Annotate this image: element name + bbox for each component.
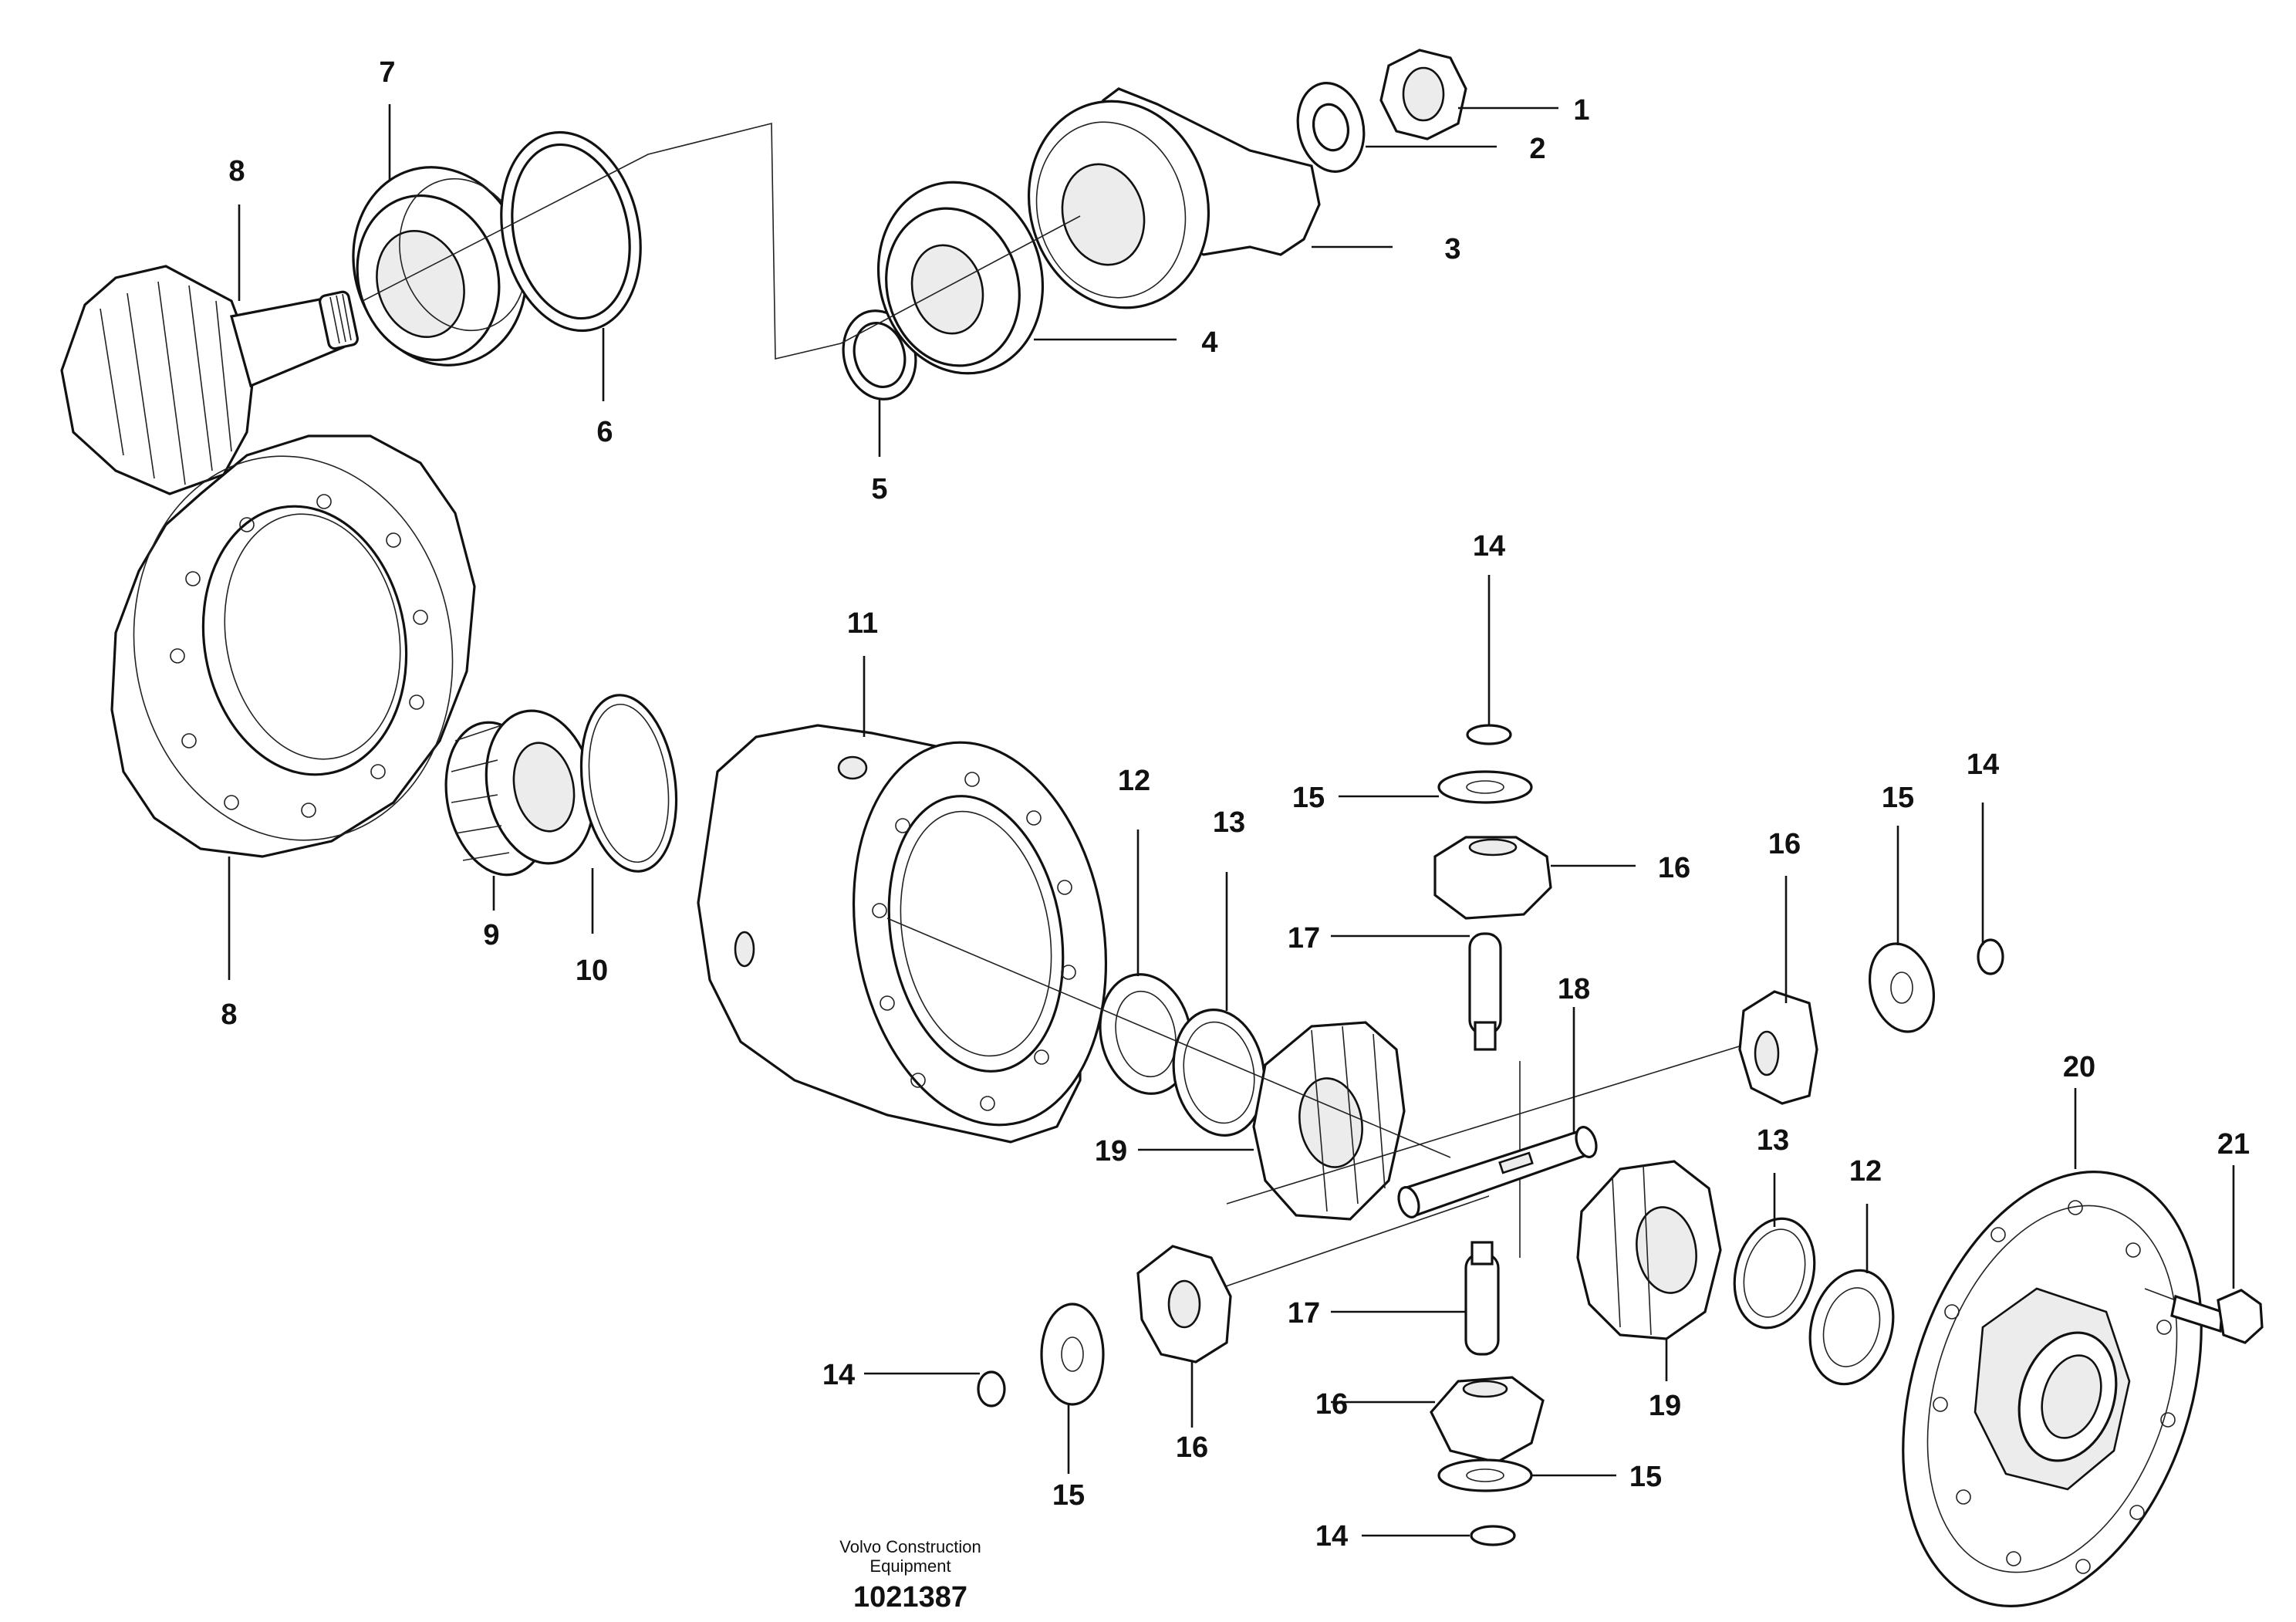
retaining-ring — [1977, 938, 2004, 975]
pinion-pin — [1464, 1241, 1500, 1356]
callout-17-lower: 17 — [1288, 1297, 1320, 1330]
callout-15-right: 15 — [1882, 782, 1914, 814]
taper-roller-bearing — [352, 166, 528, 367]
callout-10: 10 — [576, 955, 608, 987]
bevel-pinion — [1136, 1245, 1232, 1363]
differential-cover — [1902, 1171, 2203, 1607]
callout-16-top: 16 — [1658, 852, 1690, 884]
drive-flange — [1027, 87, 1321, 309]
pinion-gear — [60, 265, 359, 495]
lock-washer — [1040, 1303, 1105, 1406]
callout-12-upper: 12 — [1118, 765, 1150, 797]
washer — [1296, 81, 1366, 174]
pinion-pin — [1468, 932, 1502, 1051]
callout-15-top: 15 — [1292, 782, 1325, 814]
bolt — [2170, 1289, 2264, 1344]
shim — [1172, 1009, 1266, 1137]
snap-ring — [579, 694, 678, 873]
leader-lines — [228, 104, 2235, 1537]
callout-15-bottom: 15 — [1629, 1461, 1662, 1493]
callout-3: 3 — [1444, 233, 1460, 265]
brand-caption: Volvo Construction Equipment — [779, 1537, 1042, 1576]
bevel-pinion — [1430, 1376, 1545, 1464]
side-gear — [1576, 1160, 1722, 1340]
callout-12-lower: 12 — [1849, 1155, 1882, 1188]
lock-washer — [1437, 770, 1533, 804]
callout-19-lower: 19 — [1649, 1390, 1681, 1422]
callout-13-lower: 13 — [1757, 1124, 1789, 1157]
hex-nut — [1379, 49, 1467, 140]
callout-13-upper: 13 — [1213, 806, 1245, 839]
callout-14-right: 14 — [1967, 748, 1999, 781]
callout-11: 11 — [847, 607, 878, 640]
callout-18: 18 — [1558, 973, 1590, 1005]
cross-shaft — [1397, 1126, 1598, 1218]
retaining-ring — [1466, 724, 1512, 745]
retaining-ring — [977, 1370, 1006, 1407]
callout-8-crown-wheel: 8 — [221, 999, 237, 1031]
callout-21: 21 — [2217, 1128, 2250, 1161]
callout-2: 2 — [1529, 133, 1545, 165]
callout-17-upper: 17 — [1288, 922, 1320, 955]
callout-16-left: 16 — [1176, 1431, 1208, 1464]
callout-6: 6 — [596, 416, 613, 448]
callout-5: 5 — [871, 473, 887, 505]
callout-7: 7 — [379, 56, 395, 89]
lock-washer — [1868, 942, 1936, 1033]
callout-1: 1 — [1573, 94, 1589, 127]
shim-ring — [500, 130, 642, 333]
retaining-ring — [1470, 1525, 1516, 1546]
bevel-pinion — [1738, 990, 1818, 1105]
ball-bearing — [876, 181, 1045, 375]
crown-wheel — [110, 434, 476, 858]
thrust-washer — [1808, 1269, 1895, 1386]
callout-20: 20 — [2063, 1051, 2095, 1083]
splined-hub — [444, 709, 596, 877]
bevel-pinion — [1433, 836, 1552, 920]
drawing-number: 1021387 — [853, 1581, 967, 1614]
brand-line-1: Volvo Construction — [839, 1537, 981, 1556]
callout-14-left: 14 — [822, 1359, 855, 1391]
callout-8-pinion: 8 — [228, 155, 245, 188]
callout-14-bottom: 14 — [1315, 1520, 1348, 1553]
callout-19-upper: 19 — [1095, 1135, 1127, 1168]
callout-14-top: 14 — [1473, 530, 1505, 563]
callout-9: 9 — [483, 919, 499, 951]
callout-15-left: 15 — [1052, 1479, 1085, 1512]
lock-washer — [1437, 1458, 1533, 1492]
side-gear — [1252, 1021, 1406, 1221]
brand-line-2: Equipment — [869, 1556, 951, 1576]
differential-housing — [697, 724, 1108, 1144]
callout-16-right: 16 — [1768, 828, 1801, 860]
shim — [1733, 1217, 1816, 1330]
callout-16-bottom: 16 — [1315, 1388, 1348, 1421]
callout-4: 4 — [1201, 326, 1217, 359]
